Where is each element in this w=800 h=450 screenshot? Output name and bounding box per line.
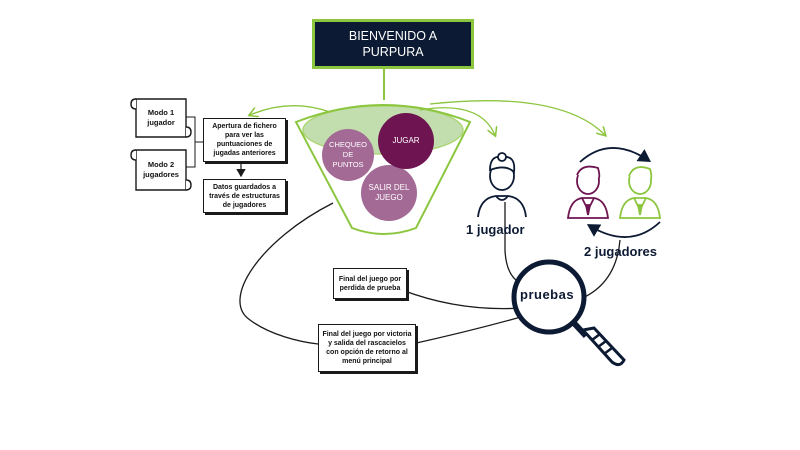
title-box: BIENVENIDO A PURPURA	[312, 19, 474, 69]
mode-one-player: Modo 1 jugador	[137, 99, 185, 137]
person-icon	[477, 152, 527, 218]
curve-one-player-to-tests	[504, 202, 521, 284]
title-text: BIENVENIDO A PURPURA	[348, 29, 438, 59]
mode-two-players-label: Modo 2 jugadores	[143, 160, 179, 179]
play-label: JUGAR	[392, 136, 420, 145]
end-loss-text: Final del juego por perdida de prueba	[338, 275, 402, 292]
mode-one-player-label: Modo 1 jugador	[147, 108, 175, 127]
end-win-box: Final del juego por victoria y salida de…	[318, 324, 416, 372]
data-saved-box: Datos guardados a través de estructuras …	[203, 179, 286, 213]
two-players-label: 2 jugadores	[584, 244, 657, 259]
exit-game-circle	[361, 165, 417, 221]
arrow-to-one-player	[419, 107, 495, 135]
tests-label: pruebas	[520, 287, 575, 302]
end-loss-box: Final del juego por perdida de prueba	[333, 268, 407, 299]
check-points-label-wrap: CHEQUEO DE PUNTOS	[322, 129, 374, 181]
arrow-to-file	[250, 105, 331, 115]
scroll-icon	[130, 98, 192, 138]
arrow-to-two-players	[429, 100, 605, 135]
check-points-label: CHEQUEO DE PUNTOS	[329, 140, 367, 169]
scroll-icon	[130, 149, 192, 191]
mode-two-players: Modo 2 jugadores	[137, 151, 185, 189]
play-circle	[378, 113, 434, 169]
curve-loss-to-tests	[401, 289, 523, 310]
file-open-text: Apertura de fichero para ver las puntuac…	[212, 123, 277, 157]
curve-funnel-to-win	[239, 202, 334, 345]
end-win-text: Final del juego por victoria y salida de…	[322, 331, 412, 365]
data-saved-text: Datos guardados a través de estructuras …	[209, 183, 280, 209]
exit-game-label-wrap: SALIR DEL JUEGO	[361, 165, 417, 221]
exit-game-label: SALIR DEL JUEGO	[368, 183, 410, 202]
play-label-wrap: JUGAR	[378, 113, 434, 169]
curve-win-to-tests	[411, 314, 529, 345]
check-points-circle	[322, 129, 374, 181]
one-player-label: 1 jugador	[466, 222, 525, 237]
magnifier-icon	[511, 259, 626, 367]
cycle-arrows-icon	[579, 147, 661, 238]
file-open-box: Apertura de fichero para ver las puntuac…	[203, 118, 286, 162]
two-persons-icon	[566, 165, 662, 219]
